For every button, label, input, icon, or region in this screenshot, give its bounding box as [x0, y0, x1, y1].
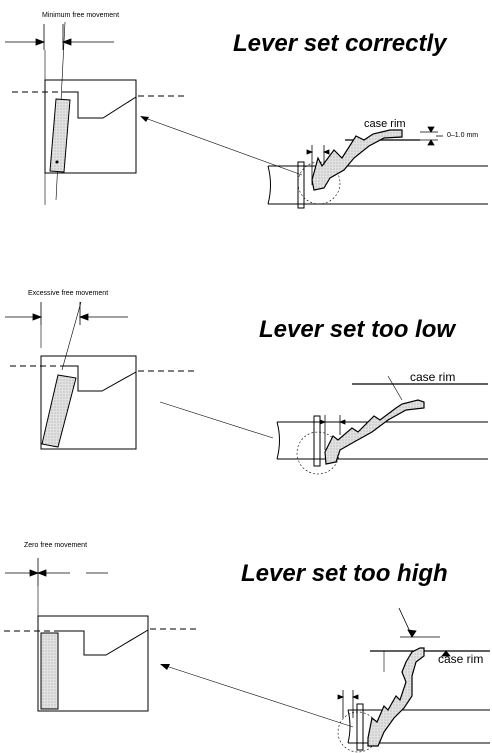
lever-bar — [41, 374, 77, 448]
lever-box — [40, 355, 137, 450]
lever-box — [37, 615, 149, 712]
lever-box — [44, 79, 137, 174]
panel-too-low: Excessive free movement Lever set too lo… — [0, 250, 492, 500]
lever-arm — [311, 129, 403, 191]
lever-arm — [324, 399, 425, 465]
panel-title: Lever set too high — [241, 560, 448, 587]
panel-too-high: Zero free movement Lever set too high ca… — [0, 500, 492, 753]
lever-bar — [49, 98, 71, 173]
free-movement-dimension — [5, 24, 114, 50]
free-movement-dimension — [5, 558, 108, 586]
diagram-too-high — [4, 558, 490, 753]
panel-correct: Minimum free movement Lever set correctl… — [0, 0, 492, 250]
free-movement-dimension — [5, 302, 128, 325]
gap-label: 0–1.0 mm — [447, 132, 479, 139]
movement-label: Minimum free movement — [42, 12, 120, 19]
movement-label: Excessive free movement — [28, 290, 109, 297]
diagram-correct — [5, 21, 488, 209]
case-rim-label: case rim — [410, 370, 456, 384]
lever-bar — [40, 632, 59, 710]
case-rim-label: case rim — [438, 652, 484, 666]
case-rim-label: case rim — [364, 118, 406, 130]
lever-arm — [367, 647, 425, 747]
panel-title: Lever set too low — [259, 316, 456, 343]
panel-title: Lever set correctly — [233, 30, 447, 57]
movement-label: Zero free movement — [24, 542, 88, 549]
diagram-too-low — [5, 301, 488, 475]
